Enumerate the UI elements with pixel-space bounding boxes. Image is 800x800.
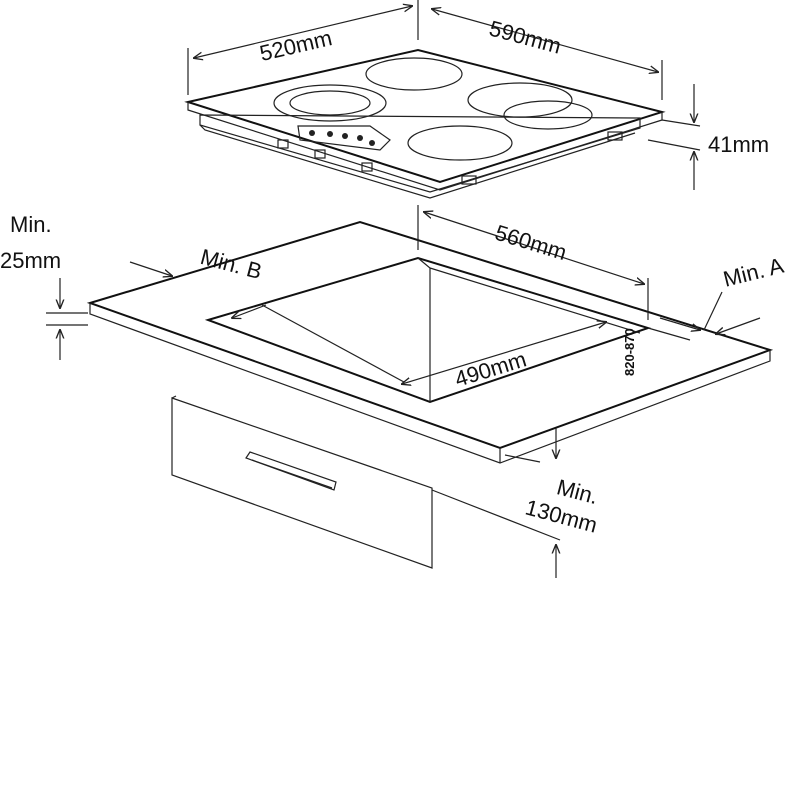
- control-button: [342, 133, 348, 139]
- hob-underbody-edge: [199, 124, 636, 199]
- min-a-arrow-right: [716, 317, 761, 334]
- countertop-drawing: 560mm 490mm 820-870 Min. A Min. B Min. 2…: [0, 205, 787, 464]
- mounting-clip: [461, 175, 477, 185]
- drawer-handle: [245, 451, 337, 491]
- dim-line-520: [194, 6, 412, 58]
- min-a-label: Min. A: [721, 253, 787, 292]
- min-25-label-line1: Min.: [10, 212, 52, 237]
- dim-extension: [431, 489, 561, 541]
- drawer-edge: [171, 395, 177, 399]
- min-b-arrow: [129, 261, 172, 276]
- dim-extension: [647, 327, 691, 341]
- mounting-clip: [361, 162, 373, 172]
- dim-extension: [647, 139, 701, 151]
- hob-width-label: 590mm: [487, 16, 564, 59]
- cooking-zone-back-right-extended: [503, 100, 593, 130]
- control-panel: [297, 125, 391, 151]
- min-b-inner-arrow: [232, 304, 267, 318]
- hob-underbody: [199, 114, 641, 193]
- min-25-label-line2: 25mm: [0, 248, 61, 273]
- cooking-zone-back-right: [467, 82, 573, 118]
- cooking-zone-front-right: [407, 125, 513, 161]
- control-button: [309, 130, 315, 136]
- dim-extension: [504, 454, 541, 463]
- min-a-leader: [703, 291, 723, 331]
- dim-line-490: [402, 322, 606, 384]
- dim-extension: [661, 119, 701, 127]
- min-b-label: Min. B: [198, 244, 265, 284]
- mounting-clip: [277, 139, 289, 149]
- cooking-zone-back-left: [365, 57, 463, 91]
- cutout-inner-wall: [417, 257, 431, 402]
- cooking-zone-front-left-inner: [289, 90, 371, 116]
- dim-line-590: [432, 9, 658, 72]
- hob-height-label: 41mm: [708, 132, 769, 157]
- cutout-width-label: 560mm: [492, 220, 569, 265]
- mounting-clip: [314, 149, 326, 159]
- control-button: [369, 140, 375, 146]
- cutout-depth-label: 490mm: [452, 346, 529, 391]
- hob-drawing: 590mm 520mm 41mm: [184, 0, 769, 199]
- hob-depth-label: 520mm: [257, 25, 334, 66]
- drawer-drawing: Min. 130mm: [171, 395, 601, 578]
- drawer-handle-bar: [251, 459, 333, 489]
- drawer-front: [171, 397, 433, 569]
- mounting-clip: [607, 131, 623, 141]
- hob-plate-edge: [187, 102, 663, 191]
- dim-line-560: [424, 212, 644, 284]
- min-a-arrow-left: [659, 317, 700, 330]
- control-button: [327, 131, 333, 137]
- counter-height-label: 820-870: [622, 328, 637, 376]
- dim-line-490-back: [261, 304, 405, 383]
- control-button: [357, 135, 363, 141]
- cooking-zone-front-left-outer: [273, 84, 387, 122]
